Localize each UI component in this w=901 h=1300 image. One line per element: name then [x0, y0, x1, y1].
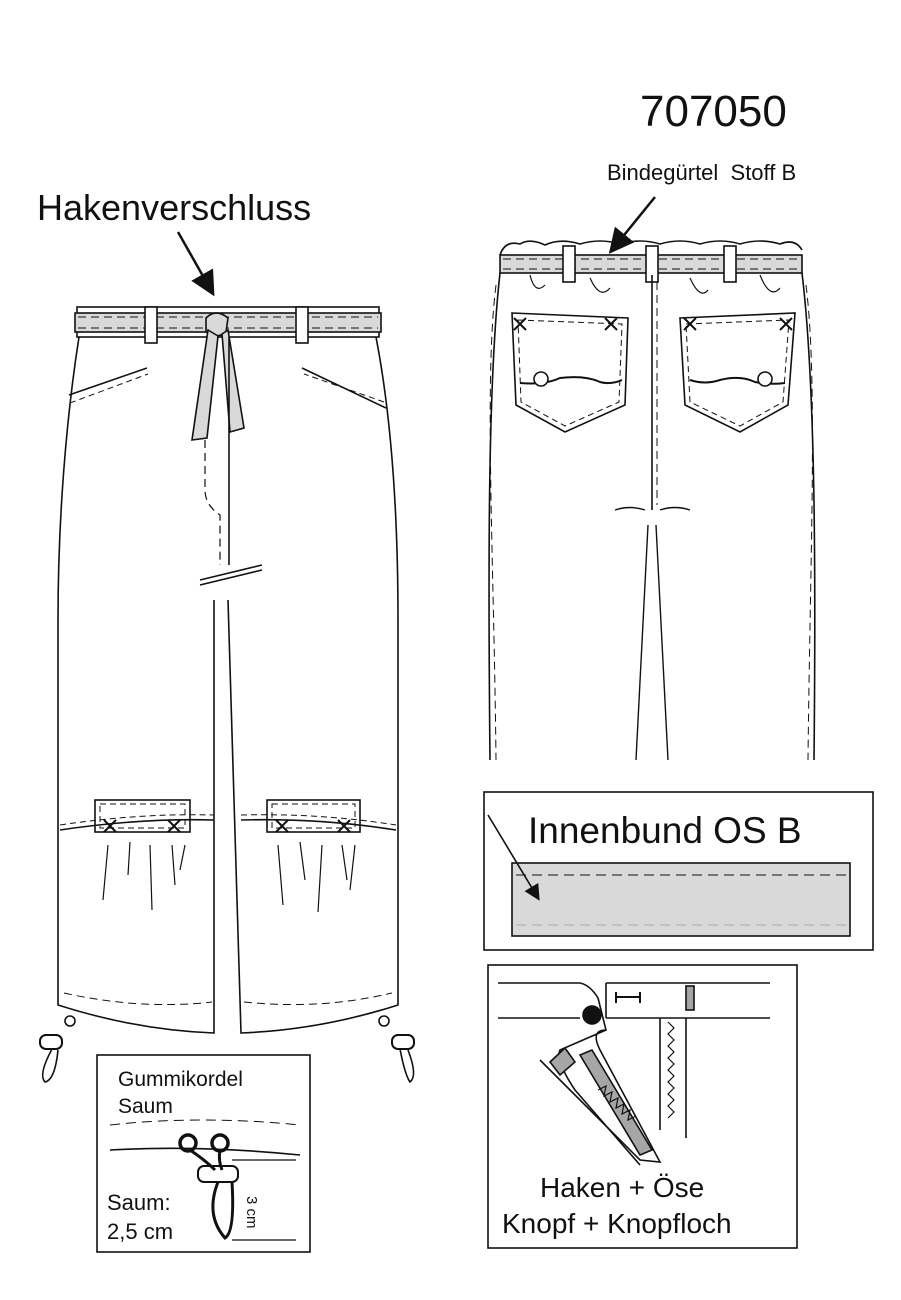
front-belt-tie-left: [191, 328, 219, 441]
cord-hem-panel: [96, 1054, 311, 1253]
closure-panel: [487, 964, 798, 1249]
closure-button: [582, 1005, 602, 1025]
front-belt-tie-right: [221, 328, 245, 434]
closure-hook: [548, 1046, 577, 1077]
back-belt-loop-left: [562, 245, 576, 283]
closure-zipper-tape: [578, 1048, 654, 1157]
closure-zipper-teeth: [667, 1021, 675, 1119]
back-pocket-right: [679, 312, 796, 433]
front-left-leg-outline: [57, 336, 215, 1034]
back-callout-arrow: [608, 196, 656, 254]
cord-panel-line1: Gummikordel: [118, 1068, 243, 1091]
front-belt-loop-left: [144, 306, 158, 344]
cord-panel-line2: Saum: [118, 1095, 173, 1118]
back-belt-loop-right: [723, 245, 737, 283]
front-view-drawing: [39, 306, 415, 1084]
front-right-leg-outline: [227, 336, 399, 1034]
front-callout-label: Hakenverschluss: [37, 187, 312, 228]
front-callout-arrow: [176, 231, 215, 297]
closure-label-line2: Knopf + Knopfloch: [502, 1208, 732, 1239]
hem-measure-label: 3 cm: [243, 1196, 260, 1229]
inner-waistband-title: Innenbund OS B: [528, 810, 802, 851]
hem-label-line2: 2,5 cm: [107, 1219, 174, 1244]
hem-label-line1: Saum:: [107, 1190, 171, 1215]
back-view-drawing: [488, 240, 816, 761]
closure-label-line1: Haken + Öse: [540, 1172, 705, 1203]
closure-eye: [685, 985, 695, 1011]
back-leg-outline: [488, 272, 501, 761]
inner-waistband-arrow: [487, 814, 540, 901]
back-pocket-left: [511, 312, 629, 433]
model-number: 707050: [640, 87, 787, 136]
inner-waistband-panel: [483, 791, 874, 951]
back-callout-label: Bindegürtel Stoff B: [607, 160, 797, 185]
front-belt-loop-right: [295, 306, 309, 344]
